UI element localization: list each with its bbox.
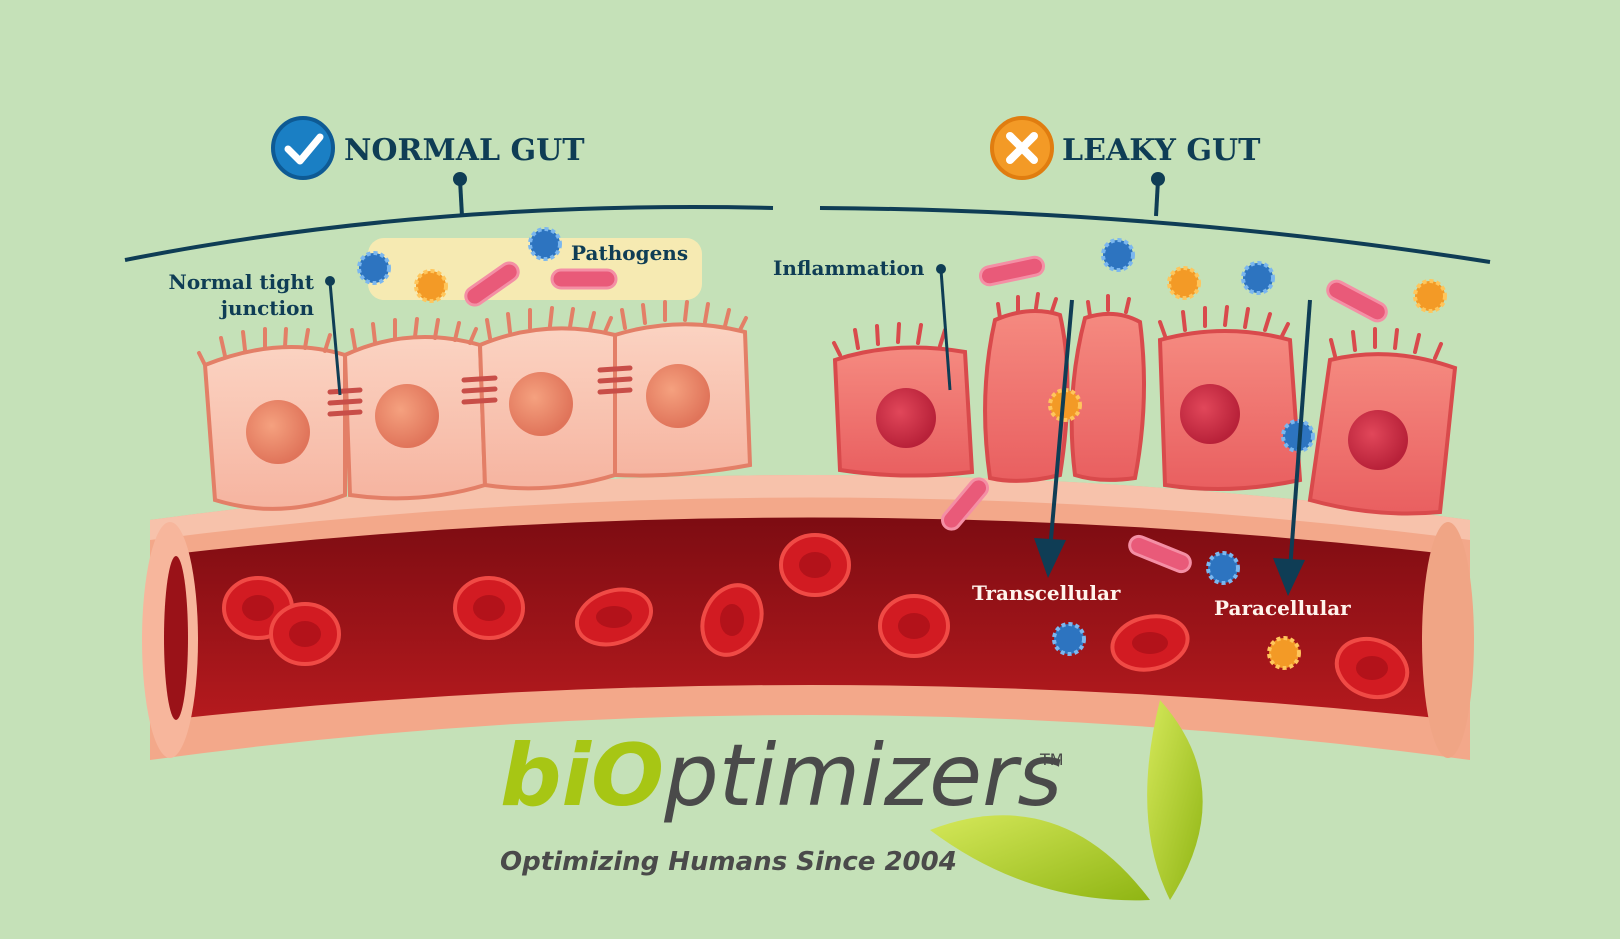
pathogen-blue — [1101, 238, 1135, 272]
inflammation-label: Inflammation — [773, 256, 925, 280]
pointer-dot — [325, 276, 335, 286]
header-brackets — [124, 179, 1491, 264]
pathogen-blue — [1241, 261, 1275, 295]
leaky-gut-header: LEAKY GUT — [1062, 133, 1261, 168]
label-pointers — [328, 269, 952, 396]
check-icon — [271, 116, 335, 180]
red-blood-cell — [878, 594, 950, 658]
red-blood-cell — [700, 583, 764, 657]
pathogen-blue — [357, 251, 391, 285]
pathogens-highlight — [368, 238, 702, 300]
red-blood-cell — [1110, 614, 1190, 672]
inflamed-cell — [832, 322, 975, 478]
pathogen-blue — [528, 227, 562, 261]
bacterium — [1128, 534, 1192, 574]
check-badge — [271, 116, 335, 180]
bacterium — [464, 261, 520, 307]
logo-brand-part2: ptimizers — [663, 726, 1062, 826]
red-blood-cells — [222, 533, 1410, 700]
bracket-knob — [1151, 172, 1165, 186]
normal-cells — [197, 300, 753, 511]
cross-badge — [990, 116, 1054, 180]
normal-cell — [477, 306, 617, 491]
pathogen-orange — [414, 269, 448, 303]
bacterium — [1326, 279, 1388, 323]
bracket-knob — [453, 172, 467, 186]
pathogens-label: Pathogens — [571, 241, 688, 265]
inflamed-cells — [832, 292, 1458, 516]
logo-tagline: Optimizing Humans Since 2004 — [500, 847, 957, 877]
normal-cell — [197, 327, 347, 511]
pathogen-blue — [1206, 551, 1240, 585]
leaf-icon — [930, 700, 1203, 901]
pointer-dot — [936, 264, 946, 274]
tight-junctions — [327, 365, 633, 417]
blue-pathogens — [357, 227, 1315, 656]
red-blood-cell — [453, 576, 525, 640]
red-blood-cell — [574, 587, 654, 647]
pathogen-orange — [1167, 266, 1201, 300]
inflamed-cell — [983, 292, 1070, 483]
pathogen-blue — [1052, 622, 1086, 656]
inflamed-cell — [1069, 294, 1146, 482]
transcellular-arrow — [1034, 299, 1074, 578]
red-blood-cell — [1334, 636, 1410, 700]
paracellular-arrow — [1273, 299, 1312, 596]
pathogen-orange — [1267, 636, 1301, 670]
inflamed-cell — [1307, 327, 1458, 516]
bacterium — [979, 255, 1045, 287]
bioptimizers-logo: biOptimizers TM Optimizing Humans Since … — [500, 700, 1203, 901]
tight-junction-label-line2: junction — [219, 296, 315, 320]
logo-trademark: TM — [1039, 750, 1064, 769]
normal-gut-header: NORMAL GUT — [344, 133, 585, 168]
normal-cell — [613, 300, 753, 478]
red-blood-cell — [779, 533, 851, 597]
bacterium — [941, 477, 989, 531]
inflamed-cell — [1157, 305, 1303, 491]
logo-brand-part1: biO — [500, 726, 664, 826]
normal-cell — [342, 317, 488, 501]
bacteria — [464, 255, 1388, 574]
red-blood-cell — [269, 602, 341, 666]
pathogen-orange — [1413, 279, 1447, 313]
bacterium — [550, 268, 618, 290]
paracellular-label: Paracellular — [1214, 596, 1351, 620]
transcellular-label: Transcellular — [972, 581, 1121, 605]
logo-wordmark: biOptimizers — [500, 726, 1062, 826]
tight-junction-label-line1: Normal tight — [169, 270, 315, 294]
